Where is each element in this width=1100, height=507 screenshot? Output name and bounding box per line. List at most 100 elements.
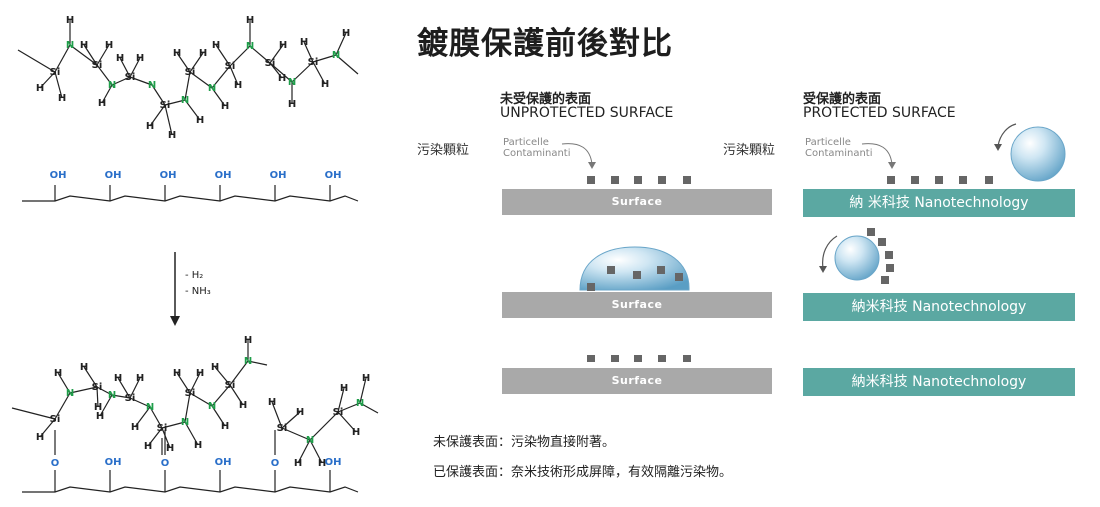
atom-h: H [194,440,202,451]
chemical-bond [129,377,141,399]
substrate-chain [22,486,359,493]
chemical-bond [147,427,163,447]
atom-h: H [239,400,247,411]
atom-oh: OH [105,170,122,181]
chemical-bond [54,71,63,99]
particle [634,355,642,362]
chemical-bond [17,49,56,73]
chemical-bond [149,104,166,127]
atom-si: Si [50,414,61,425]
atom-n: N [146,402,154,413]
chemical-bond [269,44,284,64]
atom-h: H [173,368,181,379]
atom-h: H [80,362,88,373]
atom-h: H [352,427,360,438]
substrate-chain [22,195,359,202]
atom-h: H [278,73,286,84]
atom-h: H [131,422,139,433]
chemical-bond [303,41,314,63]
atom-oh: OH [215,170,232,181]
surface-bar: Surface [502,292,772,318]
chemical-bond [215,44,231,67]
atom-n: N [244,356,252,367]
chemical-bond [214,366,231,386]
chemical-bond [111,394,131,399]
chemical-bond [337,402,361,413]
chemical-bond [164,104,173,136]
particle-pointer-arrow-left [561,143,596,169]
chemical-bond [189,71,213,89]
chemical-bond [211,405,226,427]
atom-n: N [356,398,364,409]
chemical-bond [129,397,151,408]
atom-h: H [342,28,350,39]
chemical-bond [83,366,98,388]
atom-h: H [294,458,302,469]
atom-h: H [268,397,276,408]
chemical-bond [117,377,131,399]
chemical-bond [359,402,379,414]
atom-si: Si [125,72,136,83]
surface-bar: Surface [502,189,772,215]
atom-oh: OH [325,170,342,181]
chemical-bond [335,54,359,75]
atom-h: H [340,383,348,394]
atom-n: N [306,435,314,446]
atom-h: H [98,98,106,109]
surface-bar: Surface [502,368,772,394]
atom-oh: OH [160,170,177,181]
chemical-bond [184,392,191,423]
atom-n: N [208,401,216,412]
chemical-bond [281,427,311,441]
atom-n: N [66,388,74,399]
page-title: 鍍膜保護前後對比 [417,26,673,62]
atom-oh: OH [105,457,122,468]
note-unprotected: 未保護表面：污染物直接附著。 [433,435,616,450]
chemical-bond [184,99,201,121]
chemical-bond [269,62,283,79]
chemical-bond [189,392,213,407]
chemical-bond [335,32,347,56]
chemical-bond [229,384,244,406]
atom-si: Si [92,382,103,393]
particle [611,176,619,184]
atom-h: H [211,362,219,373]
particle [887,176,895,184]
atom-si: Si [92,60,103,71]
atom-h: H [54,368,62,379]
atom-h: H [96,411,104,422]
chemical-bond [96,386,99,408]
chemical-bond [54,392,71,420]
particle [634,176,642,184]
chemical-bond [151,84,166,106]
pollutant-label-left: 污染顆粒 [417,143,470,158]
particle-pointer-arrow-right [861,143,896,169]
atom-h: H [196,115,204,126]
chemical-bond [149,406,163,429]
chemical-bond [247,360,268,366]
reaction-arrowhead [170,316,180,326]
chemical-bond [101,84,113,104]
atom-h: H [136,373,144,384]
chemical-bond [69,44,98,66]
atom-h: H [199,48,207,59]
atom-n: N [246,41,254,52]
chemical-bond [57,372,71,394]
byproduct-h2: - H₂ [185,270,203,281]
chemical-bond [312,54,337,63]
atom-h: H [288,99,296,110]
chemical-bond [176,372,191,394]
atom-si: Si [185,388,196,399]
atom-si: Si [333,407,344,418]
chemical-bond [184,71,191,101]
chemical-bond [337,387,345,413]
atom-si: Si [185,67,196,78]
atom-h: H [66,15,74,26]
particle [683,355,691,362]
atom-h: H [58,93,66,104]
atom-si: Si [308,57,319,68]
chemical-bond [39,71,56,89]
chemical-bond [189,372,201,394]
chemical-bond [161,421,186,429]
chemical-bond [111,76,131,86]
